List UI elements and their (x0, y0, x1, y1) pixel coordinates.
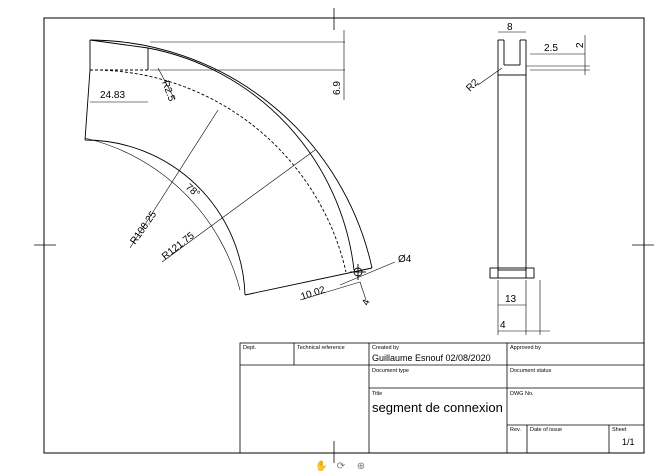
left-dimension-lines (84, 30, 396, 301)
dim-4: 4 (500, 320, 506, 331)
created-by-value: Guillaume Esnouf 02/08/2020 (372, 353, 491, 363)
dim-2-5: 2.5 (544, 43, 558, 54)
doc-status-label: Document status (510, 368, 552, 374)
title-value: segment de connexion (372, 400, 503, 415)
date-issue-label: Date of issue (530, 427, 562, 433)
right-dimension-lines (477, 31, 590, 335)
zoom-icon[interactable]: ⊕ (356, 461, 366, 472)
dim-hole-diameter: Ø4 (398, 254, 412, 265)
hidden-arc (89, 69, 347, 273)
doc-type-label: Document type (372, 368, 409, 374)
dim-angle-78: 78° (183, 182, 202, 200)
dim-6-9: 6.9 (332, 81, 343, 95)
sheet-label: Sheet (612, 427, 627, 433)
title-block (239, 342, 645, 454)
dim-r121-75: R121.75 (160, 230, 197, 262)
outer-arc-2 (147, 47, 355, 271)
profile-view (489, 39, 535, 279)
inner-arc (84, 139, 246, 296)
tech-ref-label: Technical reference (297, 345, 345, 351)
rotate-icon[interactable]: ⟳ (336, 461, 346, 472)
dim-hole-offset: 4 (360, 298, 372, 307)
dim-10-02: 10.02 (300, 285, 328, 303)
dim-2: 2 (575, 42, 586, 48)
dwg-no-label: DWG No. (510, 391, 534, 397)
dim-13: 13 (505, 294, 517, 305)
curved-segment-view (84, 39, 373, 296)
hand-icon[interactable]: ✋ (315, 461, 328, 472)
title-label: Title (372, 391, 382, 397)
approved-by-label: Approved by (510, 345, 541, 351)
dim-r108-25: R108.25 (128, 209, 159, 247)
viewer-toolbar: ✋ ⟳ ⊕ (315, 462, 367, 472)
sheet-value: 1/1 (622, 437, 635, 447)
dim-r2: R2 (464, 77, 481, 94)
outer-arc (89, 39, 373, 269)
dim-24-83: 24.83 (100, 90, 125, 101)
rev-label: Rev. (510, 427, 521, 433)
dept-label: Dept. (243, 345, 257, 351)
created-by-label: Created by (372, 345, 399, 351)
dim-8: 8 (507, 22, 513, 33)
center-marks (34, 8, 654, 463)
